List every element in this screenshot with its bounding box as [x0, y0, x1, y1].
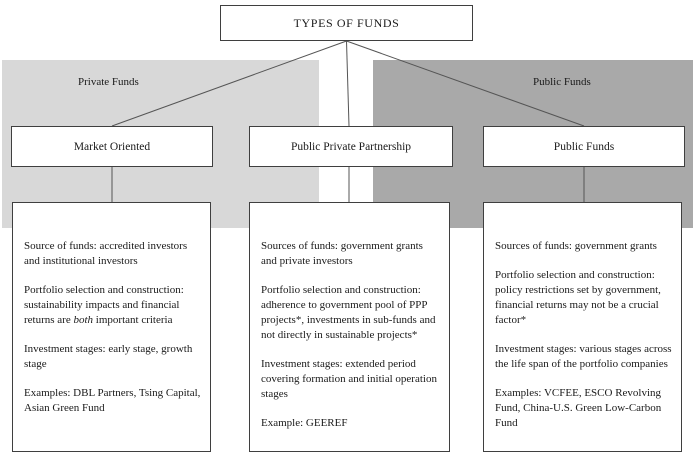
ppp-example: Example: GEEREF [261, 417, 348, 429]
public-sources-of-funds: Sources of funds: government grants [495, 240, 657, 252]
root-box: TYPES OF FUNDS [220, 5, 473, 41]
public-private-partnership-label: Public Private Partnership [290, 140, 412, 153]
public-funds-band-label: Public Funds [533, 76, 591, 88]
public-investment-stages: Investment stages: various stages across… [495, 343, 672, 370]
ppp-portfolio-selection: Portfolio selection and construction: ad… [261, 284, 436, 341]
ppp-sources-of-funds: Sources of funds: government grants and … [261, 240, 423, 267]
market-portfolio-text: Portfolio selection and construction: su… [24, 284, 184, 326]
private-funds-band-label: Private Funds [78, 76, 139, 88]
market-source-of-funds: Source of funds: accredited investors an… [24, 240, 188, 267]
public-funds-box: Public Funds [483, 126, 685, 167]
public-private-partnership-details: Sources of funds: government grants and … [249, 202, 450, 452]
market-oriented-label: Market Oriented [73, 140, 151, 153]
public-examples: Examples: VCFEE, ESCO Revolving Fund, Ch… [495, 387, 662, 429]
market-portfolio-selection: Portfolio selection and construction: su… [24, 283, 201, 328]
market-oriented-box: Market Oriented [11, 126, 213, 167]
ppp-investment-stages: Investment stages: extended period cover… [261, 358, 437, 400]
public-funds-label: Public Funds [553, 140, 615, 153]
market-portfolio-emphasis: both [73, 314, 94, 326]
market-oriented-details: Source of funds: accredited investors an… [12, 202, 211, 452]
public-portfolio-selection: Portfolio selection and construction: po… [495, 269, 661, 326]
market-portfolio-text-end: important criteria [93, 314, 173, 326]
market-investment-stages: Investment stages: early stage, growth s… [24, 343, 193, 370]
root-box-title: TYPES OF FUNDS [293, 15, 400, 30]
market-examples: Examples: DBL Partners, Tsing Capital, A… [24, 387, 201, 414]
public-funds-details: Sources of funds: government grants Port… [483, 202, 682, 452]
public-private-partnership-box: Public Private Partnership [249, 126, 453, 167]
